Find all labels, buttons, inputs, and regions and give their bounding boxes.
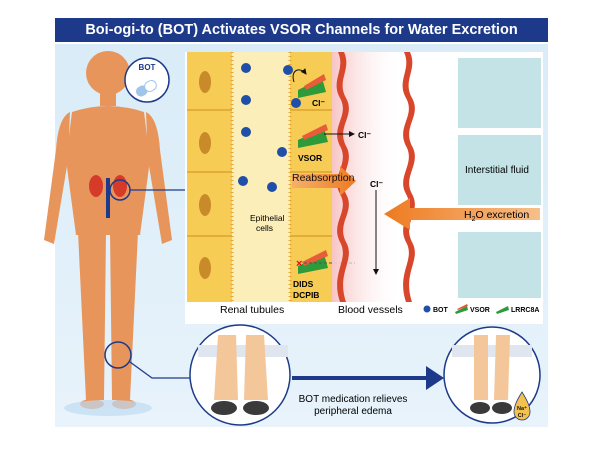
blood-vessel-wall-right — [402, 52, 415, 302]
reabsorption-arrow — [292, 166, 356, 196]
legend-lrrc8a-swatch — [496, 306, 509, 314]
body-torso — [66, 106, 150, 235]
edema-after-image: Na⁺ Cl⁻ — [443, 326, 541, 424]
legend-vsor-swatch — [455, 306, 468, 314]
chloride-label-middle: Cl⁻ — [358, 130, 372, 140]
leg-callout-line — [129, 361, 200, 379]
h2o-excretion-arrow — [384, 198, 540, 230]
body-head — [86, 51, 130, 95]
chloride-label-top: Cl⁻ — [312, 98, 326, 108]
leg-callout-circle — [104, 341, 132, 369]
badge-label: BOT — [139, 63, 156, 72]
legend-vsor-label: VSOR — [470, 307, 490, 314]
vsor-label: VSOR — [298, 153, 322, 163]
bot-molecule — [241, 95, 251, 105]
legend-bot-label: BOT — [433, 307, 449, 314]
reabsorption-label: Reabsorption — [292, 172, 355, 184]
caption-line-1: BOT medication relieves — [299, 394, 408, 405]
interstitial-fluid-label: Interstitial fluid — [465, 165, 529, 176]
body-left-leg — [78, 232, 106, 400]
interstitial-fluid-panel — [458, 58, 541, 298]
body-right-leg — [110, 232, 138, 400]
blood-vessels-label: Blood vessels — [338, 304, 403, 316]
epithelial-cells-label-line1: Epithelial — [250, 213, 285, 223]
chloride-label-lower: Cl⁻ — [370, 179, 384, 189]
chloride-drop-label: Cl⁻ — [518, 413, 527, 419]
body-neck — [100, 92, 116, 106]
renal-tubules-label: Renal tubules — [220, 304, 284, 316]
bot-molecule — [277, 147, 287, 157]
bot-molecules — [238, 63, 301, 192]
body-left-arm — [44, 112, 70, 244]
legend-bot-swatch — [423, 305, 431, 313]
inhibit-mark: × — [296, 258, 302, 270]
edema-before-image — [189, 324, 291, 426]
bot-molecule — [238, 176, 248, 186]
human-body-figure — [44, 51, 172, 409]
epithelial-cells-label-line2: cells — [256, 223, 273, 233]
bot-molecule — [241, 127, 251, 137]
bot-molecule — [283, 65, 293, 75]
bot-molecule — [291, 98, 301, 108]
bot-molecule — [241, 63, 251, 73]
dids-label: DIDS — [293, 279, 314, 289]
caption-line-2: peripheral edema — [314, 406, 392, 417]
bot-medication-badge: BOT — [124, 57, 170, 103]
figure-title: Boi-ogi-to (BOT) Activates VSOR Channels… — [55, 18, 548, 42]
vsor-channel-middle — [298, 124, 328, 148]
sodium-label: Na⁺ — [517, 405, 527, 412]
legend-lrrc8a-label: LRRC8A — [511, 307, 539, 314]
legend: BOT VSOR LRRC8A — [423, 304, 539, 314]
floor-shadow — [64, 400, 152, 416]
kidney-icon — [89, 175, 131, 218]
vsor-channel-top — [292, 68, 326, 98]
h2o-excretion-label: H2O excretion — [464, 209, 529, 223]
dcpib-label: DCPIB — [293, 290, 319, 300]
bot-molecule — [267, 182, 277, 192]
improvement-arrow — [292, 366, 444, 390]
water-drop-icon — [513, 391, 531, 421]
body-right-arm — [146, 112, 172, 244]
capsule-icon — [135, 80, 157, 97]
